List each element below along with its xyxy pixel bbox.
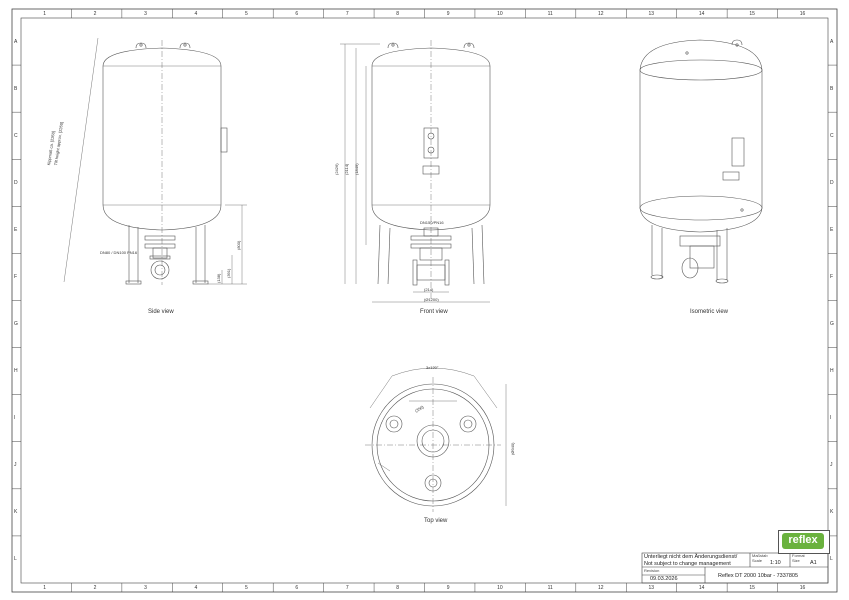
logo-text: reflex — [788, 534, 818, 546]
grid-column-label: 5 — [244, 11, 248, 17]
grid-row-label: E — [14, 226, 18, 233]
top-angle-label: 3x120° — [426, 365, 439, 370]
revision-label: Revision — [644, 568, 660, 573]
grid-column-label: 4 — [194, 11, 198, 17]
grid-column-label: 1 — [43, 585, 46, 591]
grid-row-label: D — [14, 179, 18, 186]
grid-column-label: 16 — [799, 11, 806, 17]
row-ticks — [12, 64, 837, 537]
top-view-caption: Top view — [424, 518, 448, 524]
grid-column-label: 6 — [295, 11, 299, 17]
grid-row-label: G — [14, 321, 18, 328]
grid-column-label: 4 — [194, 585, 198, 591]
isometric-view-drawing — [639, 39, 763, 284]
front-nozzle-label: DN150/PN16 — [420, 220, 444, 225]
grid-row-label: F — [830, 273, 834, 280]
grid-column-label: 13 — [648, 11, 655, 17]
grid-column-label: 1 — [43, 11, 46, 17]
grid-row-label: A — [14, 38, 18, 45]
grid-row-label: L — [830, 556, 833, 563]
grid-column-label: 5 — [244, 585, 248, 591]
grid-row-label: G — [830, 321, 834, 328]
logo-background: reflex — [782, 533, 824, 549]
grid-column-label: 7 — [345, 11, 349, 17]
note-english: Not subject to change management — [644, 561, 731, 567]
grid-column-label: 2 — [93, 11, 97, 17]
grid-column-label: 15 — [749, 11, 755, 17]
front-width-1: (214) — [424, 287, 434, 292]
grid-row-label: E — [830, 226, 834, 233]
grid-row-label: H — [830, 368, 834, 375]
format-value: A1 — [810, 560, 817, 566]
grid-row-label: B — [14, 85, 18, 92]
grid-column-label: 12 — [598, 11, 604, 17]
grid-column-label: 15 — [749, 585, 755, 591]
front-view-caption: Front view — [420, 309, 448, 315]
grid-column-label: 11 — [547, 11, 553, 17]
grid-column-label: 6 — [295, 585, 299, 591]
front-height-3: (1849) — [354, 163, 359, 175]
drawing-description: Reflex DT 2000 10bar - 7337805 — [718, 573, 799, 579]
grid-row-label: B — [830, 85, 834, 92]
grid-row-label: J — [14, 462, 17, 469]
side-height-1: (800) — [236, 240, 241, 250]
grid-row-label: C — [830, 132, 834, 139]
side-view-drawing — [63, 37, 247, 285]
front-height-2: (2114) — [344, 163, 349, 175]
grid-column-label: 7 — [345, 585, 349, 591]
column-ticks — [71, 9, 778, 592]
side-nozzle-label: DN80 / DN100 PN16 — [100, 250, 138, 255]
grid-column-label: 14 — [698, 11, 705, 17]
front-height-1: (2426) — [334, 163, 339, 175]
grid-column-label: 12 — [598, 585, 604, 591]
grid-column-label: 2 — [93, 585, 97, 591]
grid-column-label: 3 — [144, 585, 147, 591]
grid-row-label: K — [14, 509, 18, 516]
side-height-3: (138) — [216, 273, 221, 283]
grid-row-label: F — [14, 273, 18, 280]
grid-column-label: 8 — [396, 11, 400, 17]
top-view-drawing — [365, 367, 507, 512]
grid-column-label: 9 — [446, 11, 450, 17]
grid-column-label: 10 — [497, 585, 503, 591]
format-label-de: Format — [792, 553, 805, 558]
side-height-2: (391) — [226, 268, 231, 278]
front-width-2: (Ø1200) — [424, 297, 439, 302]
grid-column-label: 10 — [497, 11, 503, 17]
isometric-view-caption: Isometric view — [690, 309, 729, 315]
grid-row-label: D — [830, 179, 834, 186]
grid-row-label: H — [14, 368, 18, 375]
reflex-logo: reflex — [778, 530, 830, 554]
scale-label-de: Maßstab — [752, 553, 768, 558]
grid-column-label: 16 — [799, 585, 806, 591]
note-german: Unterliegt nicht dem Änderungsdienst/ — [644, 554, 738, 560]
format-label-en: Size — [792, 558, 800, 563]
grid-column-label: 11 — [547, 585, 553, 591]
scale-value: 1:10 — [770, 560, 781, 566]
grid-row-label: I — [830, 415, 832, 422]
grid-row-label: A — [830, 38, 834, 45]
grid-column-label: 13 — [648, 585, 655, 591]
grid-column-label: 3 — [144, 11, 147, 17]
grid-row-label: L — [14, 556, 17, 563]
front-view-drawing — [340, 40, 491, 303]
grid-row-label: J — [830, 462, 833, 469]
grid-row-label: C — [14, 132, 18, 139]
grid-column-label: 8 — [396, 585, 400, 591]
side-view-caption: Side view — [148, 309, 174, 315]
title-block — [641, 552, 829, 584]
grid-column-label: 9 — [446, 585, 450, 591]
revision-date: 09.03.2026 — [650, 576, 678, 582]
top-dim-2: (Ø940) — [510, 442, 515, 455]
grid-row-label: K — [830, 509, 834, 516]
scale-label-en: Scale — [752, 558, 763, 563]
grid-row-label: I — [14, 415, 16, 422]
grid-column-label: 14 — [698, 585, 705, 591]
